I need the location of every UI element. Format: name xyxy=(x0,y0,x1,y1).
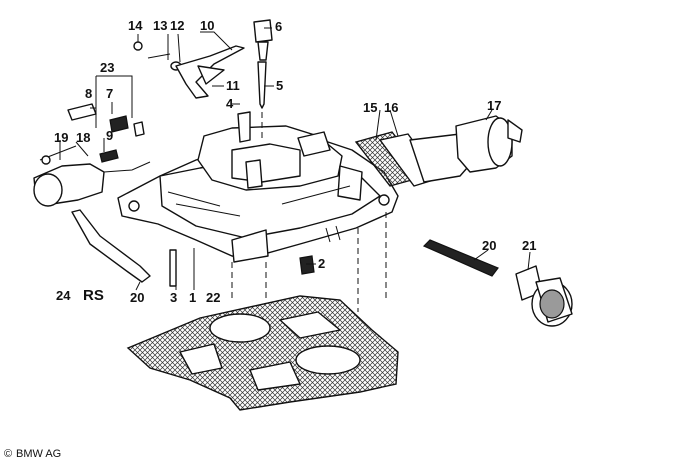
callout-8: 8 xyxy=(85,86,92,101)
callout-20b: 20 xyxy=(130,290,144,305)
callout-22: 22 xyxy=(206,290,220,305)
callout-16: 16 xyxy=(384,100,398,115)
carburetor-body xyxy=(117,125,399,263)
callout-2: 2 xyxy=(318,256,325,271)
base-gasket xyxy=(126,295,399,411)
callout-11: 11 xyxy=(226,78,240,93)
alignment-lines xyxy=(231,212,387,312)
callout-15: 15 xyxy=(363,100,377,115)
callout-6: 6 xyxy=(275,19,282,34)
callout-18: 18 xyxy=(76,130,90,145)
parts-left xyxy=(33,103,151,283)
callout-23: 23 xyxy=(100,60,114,75)
callout-3: 3 xyxy=(170,290,177,305)
callout-12: 12 xyxy=(170,18,184,33)
callout-17: 17 xyxy=(487,98,501,113)
callout-10: 10 xyxy=(200,18,214,33)
callout-7: 7 xyxy=(106,86,113,101)
copyright-text: BMW AG xyxy=(16,448,61,460)
callout-24: 24 xyxy=(56,288,71,303)
rs-mark: RS xyxy=(83,287,104,304)
callout-1: 1 xyxy=(189,290,196,305)
callout-5: 5 xyxy=(276,78,283,93)
callout-9: 9 xyxy=(106,128,113,143)
leader-lines xyxy=(59,27,531,291)
callout-20a: 20 xyxy=(482,238,496,253)
callout-13: 13 xyxy=(153,18,167,33)
copyright-symbol: © xyxy=(4,448,12,460)
callout-19: 19 xyxy=(54,130,68,145)
parts-top xyxy=(133,19,273,143)
callout-14: 14 xyxy=(128,18,143,33)
callout-4: 4 xyxy=(226,96,234,111)
copyright-notice: © BMW AG xyxy=(4,448,61,460)
callout-21: 21 xyxy=(522,238,536,253)
parts-right xyxy=(354,115,523,187)
callout-labels: 14 13 12 10 6 23 11 5 8 7 4 15 16 17 9 1… xyxy=(54,18,536,305)
parts-bottom xyxy=(169,239,573,327)
